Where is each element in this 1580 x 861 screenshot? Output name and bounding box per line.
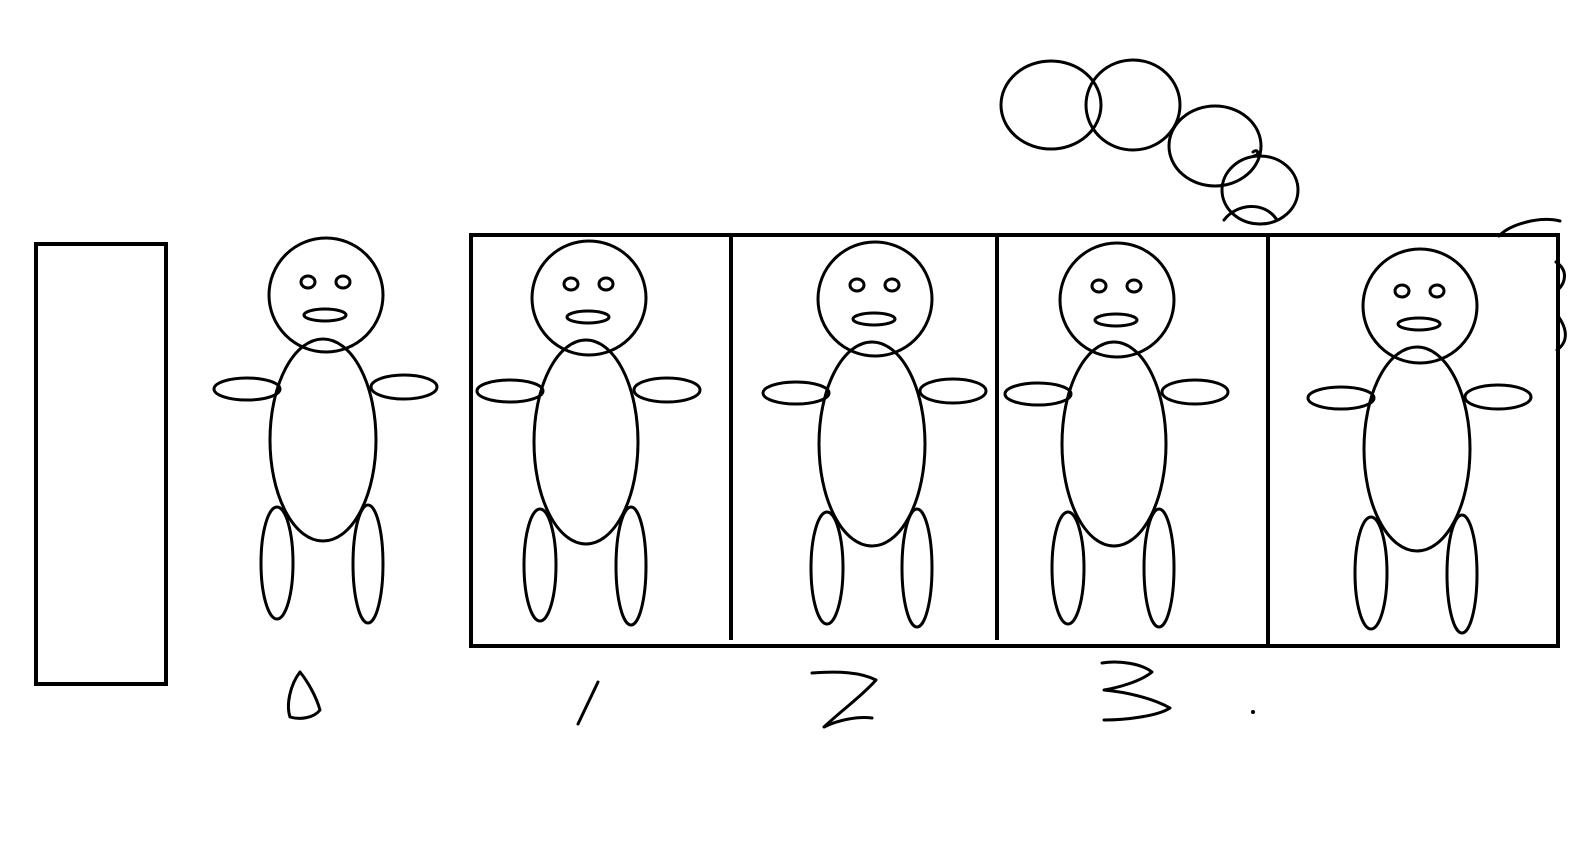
figure-right-leg <box>614 505 648 627</box>
figure-head <box>816 240 934 358</box>
label-0-glyph <box>286 670 322 720</box>
figure-mouth <box>1093 312 1139 328</box>
figure-head <box>267 236 385 354</box>
figure-left-eye <box>848 277 866 293</box>
label-dot-glyph <box>1251 710 1255 714</box>
label-3-glyph <box>1100 660 1172 722</box>
figure-left-arm <box>212 376 282 402</box>
figure-right-arm <box>918 377 988 405</box>
figure-body <box>817 340 927 548</box>
figure-right-eye <box>1428 283 1446 299</box>
stick-figure-1 <box>475 239 702 627</box>
figure-head <box>530 239 648 357</box>
figure-left-leg <box>1353 515 1389 631</box>
figure-right-eye <box>597 276 615 292</box>
figure-left-arm <box>1306 385 1376 411</box>
bubble-circle-4 <box>1220 154 1300 226</box>
figure-mouth <box>565 309 611 325</box>
stick-figure-2 <box>761 240 988 629</box>
figure-right-leg <box>351 503 385 625</box>
figure-body <box>532 338 640 546</box>
stick-figure-0 <box>212 236 439 625</box>
figure-right-arm <box>632 376 702 404</box>
stick-figure-4 <box>1306 247 1533 635</box>
bubble-circle-2 <box>1084 58 1182 152</box>
figure-head <box>1361 247 1479 365</box>
edge-arc-bottom <box>1555 314 1567 352</box>
figure-frame-box <box>469 233 1560 648</box>
figure-left-eye <box>1090 278 1108 294</box>
edge-scribble <box>1497 217 1567 352</box>
figure-body <box>268 337 378 543</box>
stick-figure-3 <box>1003 241 1230 629</box>
figure-left-eye <box>562 276 580 292</box>
bubble-circle-1 <box>999 59 1103 151</box>
figure-right-arm <box>1463 383 1533 411</box>
bubble-circle-3 <box>1167 104 1263 188</box>
figure-mouth <box>1396 316 1442 332</box>
edge-arc-middle <box>1554 260 1566 292</box>
figure-body <box>1060 340 1168 548</box>
figure-left-eye <box>299 274 317 290</box>
label-2-glyph <box>810 670 878 729</box>
standalone-rectangle <box>34 242 168 686</box>
figure-left-leg <box>522 507 558 623</box>
figure-left-leg <box>259 505 295 621</box>
figure-left-arm <box>1003 381 1073 407</box>
figure-left-eye <box>1393 283 1411 299</box>
figure-head <box>1058 241 1176 359</box>
figure-mouth <box>851 311 897 327</box>
figure-right-leg <box>900 507 934 629</box>
figure-right-eye <box>883 277 901 293</box>
figure-left-leg <box>1050 510 1086 626</box>
figure-right-leg <box>1445 513 1479 635</box>
figure-body <box>1362 345 1472 553</box>
bubble-circle-5 <box>1222 205 1279 222</box>
figure-mouth <box>302 307 348 323</box>
figure-left-leg <box>809 510 845 626</box>
figure-left-arm <box>475 378 545 404</box>
bubble-squiggle <box>1251 149 1260 158</box>
figure-right-arm <box>1160 378 1230 406</box>
figure-right-eye <box>334 274 352 290</box>
edge-arc-top <box>1497 217 1562 238</box>
label-1-glyph <box>576 680 600 726</box>
figure-right-eye <box>1125 278 1143 294</box>
figure-left-arm <box>761 380 831 406</box>
figure-right-leg <box>1142 507 1176 629</box>
figure-right-arm <box>369 373 439 401</box>
thought-bubble-icon <box>999 58 1300 226</box>
